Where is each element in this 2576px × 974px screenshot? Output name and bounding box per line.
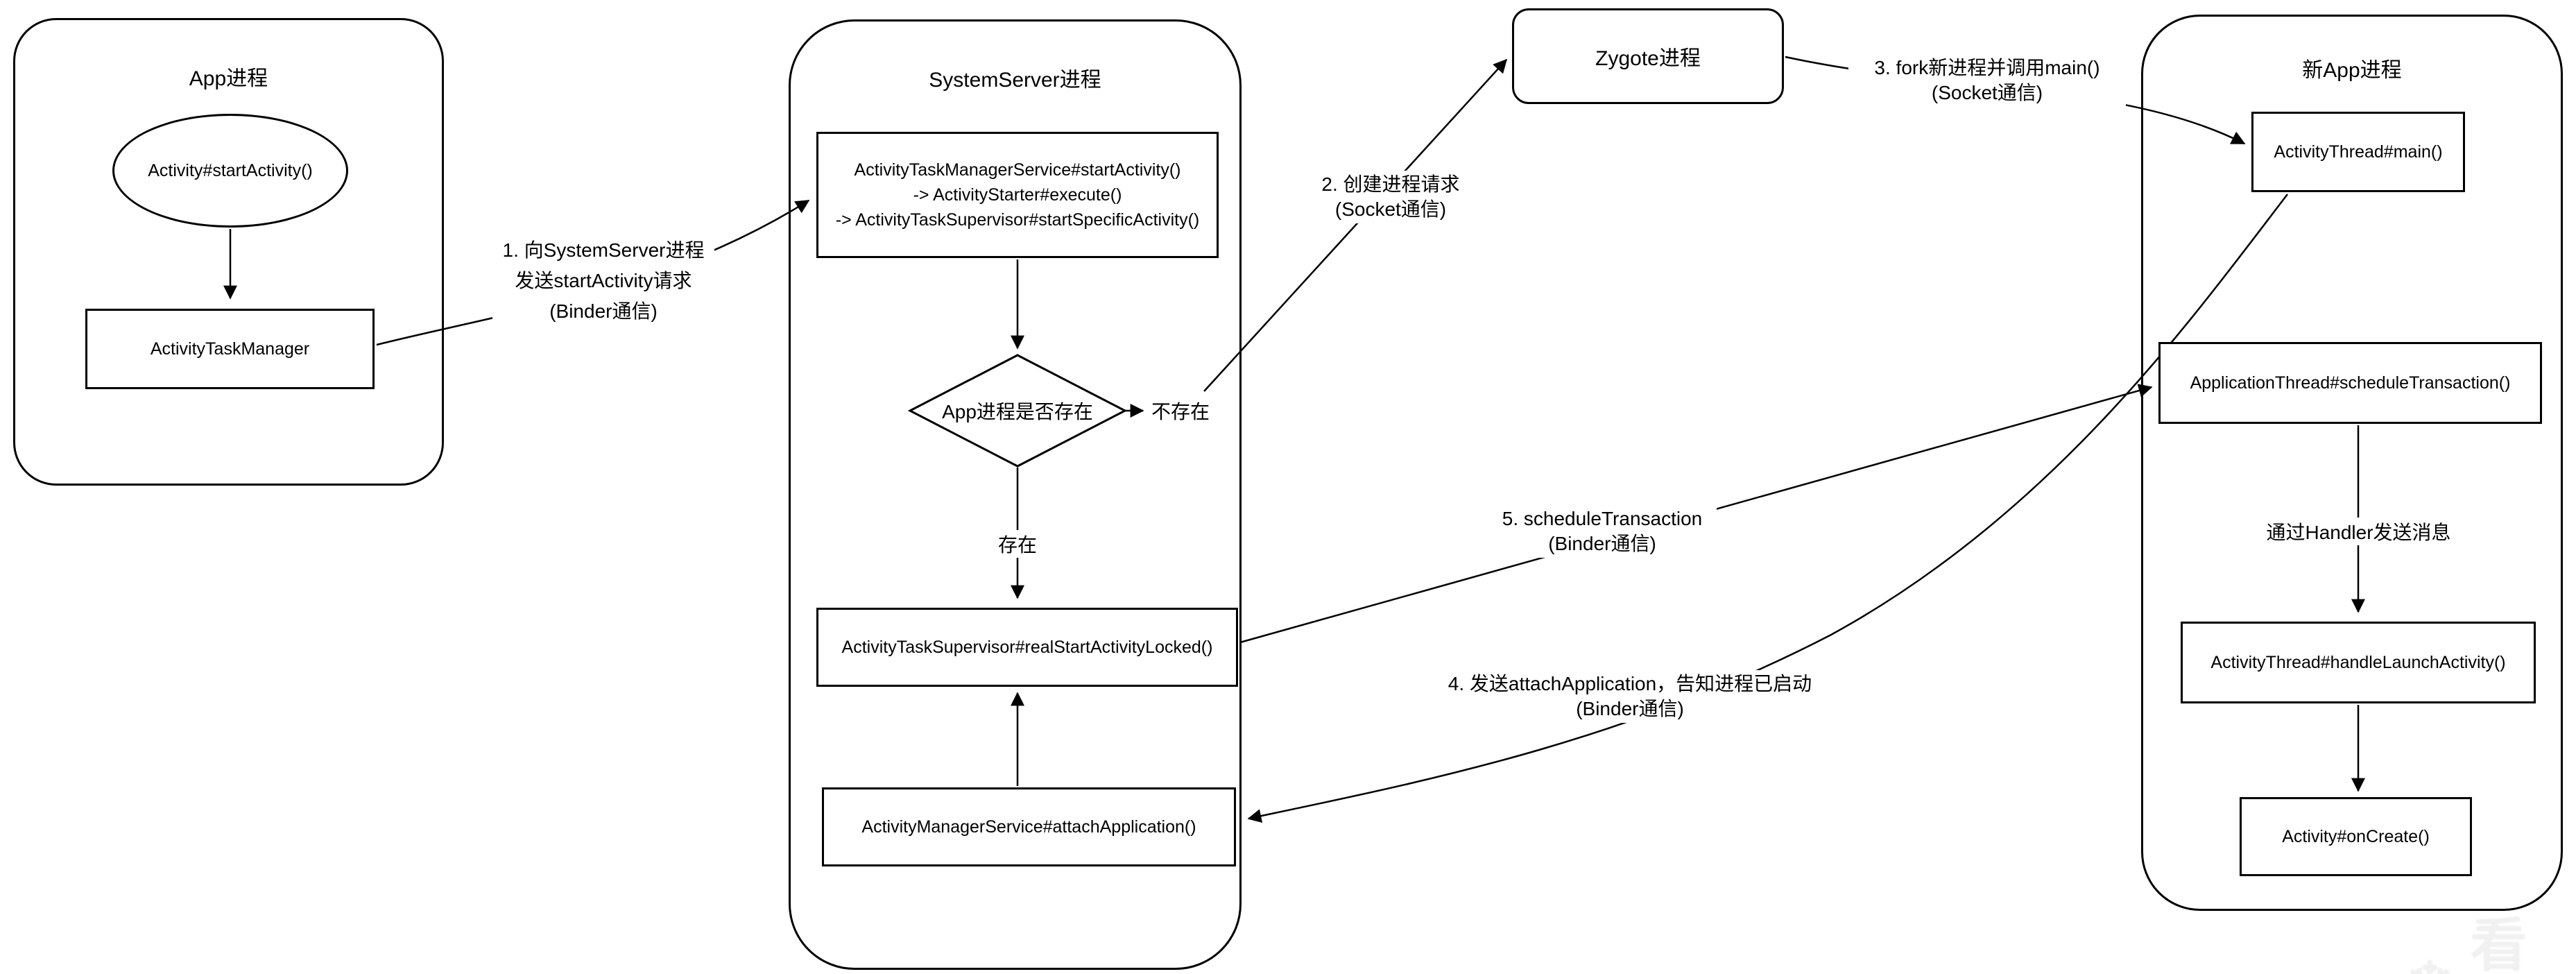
node-start-activity-label: Activity#startActivity() <box>148 160 313 180</box>
node-on-create: Activity#onCreate() <box>2240 797 2472 876</box>
edge-step4-main-to-attachapplication <box>1247 194 2288 823</box>
node-atms-chain-line2: -> ActivityStarter#execute() <box>913 185 1122 205</box>
node-activity-thread-main-label: ActivityThread#main() <box>2274 142 2443 162</box>
edge-label-not-exists-text: 不存在 <box>1151 401 1210 422</box>
node-schedule-transaction: ApplicationThread#scheduleTransaction() <box>2158 342 2542 424</box>
node-attach-application-label: ActivityManagerService#attachApplication… <box>861 817 1196 837</box>
node-atms-chain-line3: -> ActivityTaskSupervisor#startSpecificA… <box>835 210 1200 230</box>
edge-step2-notexists-to-zygote <box>1203 58 1508 392</box>
edge-label-via-handler-text: 通过Handler发送消息 <box>2266 522 2451 543</box>
container-newapp-process <box>2141 15 2563 911</box>
node-real-start-activity-label: ActivityTaskSupervisor#realStartActivity… <box>841 637 1213 657</box>
node-activity-task-manager: ActivityTaskManager <box>85 309 375 389</box>
edge-label-step2: 2. 创建进程请求 (Socket通信) <box>1304 171 1477 223</box>
snowflake-icon: ❄ <box>2405 949 2458 974</box>
edge-label-step1-line3: (Binder通信) <box>549 300 658 322</box>
watermark: ❄ 看雪 <box>2405 899 2576 974</box>
container-systemserver-process <box>789 19 1242 970</box>
node-handle-launch-activity-label: ActivityThread#handleLaunchActivity() <box>2210 652 2506 672</box>
container-systemserver-process-title: SystemServer进程 <box>929 69 1101 92</box>
edge-label-step3-line1: 3. fork新进程并调用main() <box>1874 57 2100 78</box>
edge-label-step4-line2: (Binder通信) <box>1576 698 1684 719</box>
edge-label-step3-line2: (Socket通信) <box>1931 82 2043 103</box>
node-atms-chain: ActivityTaskManagerService#startActivity… <box>816 132 1219 258</box>
edge-label-exists-text: 存在 <box>997 534 1037 556</box>
node-handle-launch-activity: ActivityThread#handleLaunchActivity() <box>2181 622 2536 703</box>
edge-label-step5: 5. scheduleTransaction (Binder通信) <box>1488 505 1717 558</box>
node-zygote-process: Zygote进程 <box>1512 8 1784 104</box>
node-activity-thread-main: ActivityThread#main() <box>2251 112 2465 192</box>
edge-label-step1: 1. 向SystemServer进程 发送startActivity请求 (Bi… <box>492 234 714 327</box>
watermark-text: 看雪 <box>2469 913 2532 974</box>
node-attach-application: ActivityManagerService#attachApplication… <box>822 787 1236 866</box>
edge-label-via-handler: 通过Handler发送消息 <box>2260 518 2457 545</box>
node-activity-task-manager-label: ActivityTaskManager <box>150 339 310 359</box>
decision-diamond-shape <box>907 354 1128 468</box>
edge-label-step5-line2: (Binder通信) <box>1548 533 1656 554</box>
node-zygote-process-label: Zygote进程 <box>1595 47 1701 70</box>
edge-label-step2-line2: (Socket通信) <box>1334 198 1447 220</box>
edge-label-step1-line2: 发送startActivity请求 <box>515 270 692 291</box>
edge-label-step4: 4. 发送attachApplication，告知进程已启动 (Binder通信… <box>1394 670 1866 723</box>
node-start-activity: Activity#startActivity() <box>112 114 348 228</box>
container-app-process-title: App进程 <box>189 67 268 90</box>
edge-label-exists: 存在 <box>995 530 1040 558</box>
edge-label-step2-line1: 2. 创建进程请求 <box>1321 173 1460 195</box>
node-atms-chain-line1: ActivityTaskManagerService#startActivity… <box>854 160 1181 180</box>
edge-label-step3: 3. fork新进程并调用main() (Socket通信) <box>1848 53 2126 108</box>
container-app-process <box>13 18 444 486</box>
node-on-create-label: Activity#onCreate() <box>2282 826 2430 846</box>
node-decision-label-text: App进程是否存在 <box>942 401 1093 422</box>
edge-label-step5-line1: 5. scheduleTransaction <box>1502 508 1703 529</box>
node-real-start-activity: ActivityTaskSupervisor#realStartActivity… <box>816 608 1238 687</box>
edge-label-not-exists: 不存在 <box>1149 397 1212 425</box>
edge-label-step1-line1: 1. 向SystemServer进程 <box>502 239 705 261</box>
node-schedule-transaction-label: ApplicationThread#scheduleTransaction() <box>2190 373 2511 393</box>
container-newapp-process-title: 新App进程 <box>2302 59 2402 82</box>
node-decision-label: App进程是否存在 <box>910 397 1125 425</box>
edge-label-step4-line1: 4. 发送attachApplication，告知进程已启动 <box>1448 673 1812 694</box>
